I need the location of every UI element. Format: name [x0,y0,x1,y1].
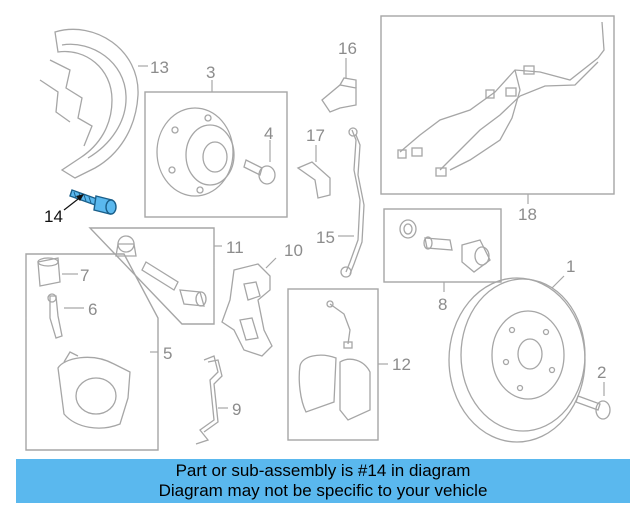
callout-6: 6 [88,300,97,319]
callout-11: 11 [226,238,244,257]
callout-4: 4 [264,124,273,143]
callout-15: 15 [316,228,335,247]
callout-18: 18 [518,205,537,224]
callout-3: 3 [206,63,215,82]
part-6-bleeder[interactable] [47,293,63,339]
part-17-bracket[interactable] [296,161,331,199]
part-8-seal-kit[interactable] [399,219,491,273]
caption-line-2: Diagram may not be specific to your vehi… [158,481,488,500]
part-11-guide-pins[interactable] [115,235,207,307]
callout-12: 12 [392,355,411,374]
box-3 [144,91,288,218]
box-5 [25,253,159,451]
callout-13: 13 [150,58,169,77]
caption-banner: Part or sub-assembly is #14 in diagram D… [16,459,630,503]
part-5-caliper[interactable] [57,351,131,429]
part-7-cap[interactable] [37,257,61,287]
part-12-brake-pads[interactable] [298,300,371,421]
box-18 [380,15,615,195]
callout-1: 1 [566,257,575,276]
part-14-bolt[interactable] [69,189,117,215]
part-4-hub-bolt[interactable] [243,159,276,185]
part-16-clip[interactable] [321,77,357,113]
callout-8: 8 [438,295,447,314]
part-2-rotor-screw[interactable] [575,395,611,420]
callout-14: 14 [44,207,63,226]
caption-line-1: Part or sub-assembly is #14 in diagram [175,461,471,480]
part-3-hub-bearing[interactable] [156,107,235,197]
part-13-splash-shield[interactable] [39,28,139,179]
box-11 [88,227,215,325]
part-18-wiring-harness[interactable] [397,21,605,177]
callout-17: 17 [306,126,325,145]
callout-9: 9 [232,400,241,419]
box-8 [383,208,502,283]
part-10-caliper-bracket[interactable] [221,263,273,357]
part-15-brake-hose[interactable] [340,127,365,278]
callout-5: 5 [163,344,172,363]
callout-7: 7 [80,266,89,285]
part-1-brake-rotor[interactable] [448,277,586,443]
callout-10: 10 [284,241,303,260]
callout-2: 2 [597,363,606,382]
callout-16: 16 [338,39,357,58]
part-9-spring-clip[interactable] [195,355,223,445]
